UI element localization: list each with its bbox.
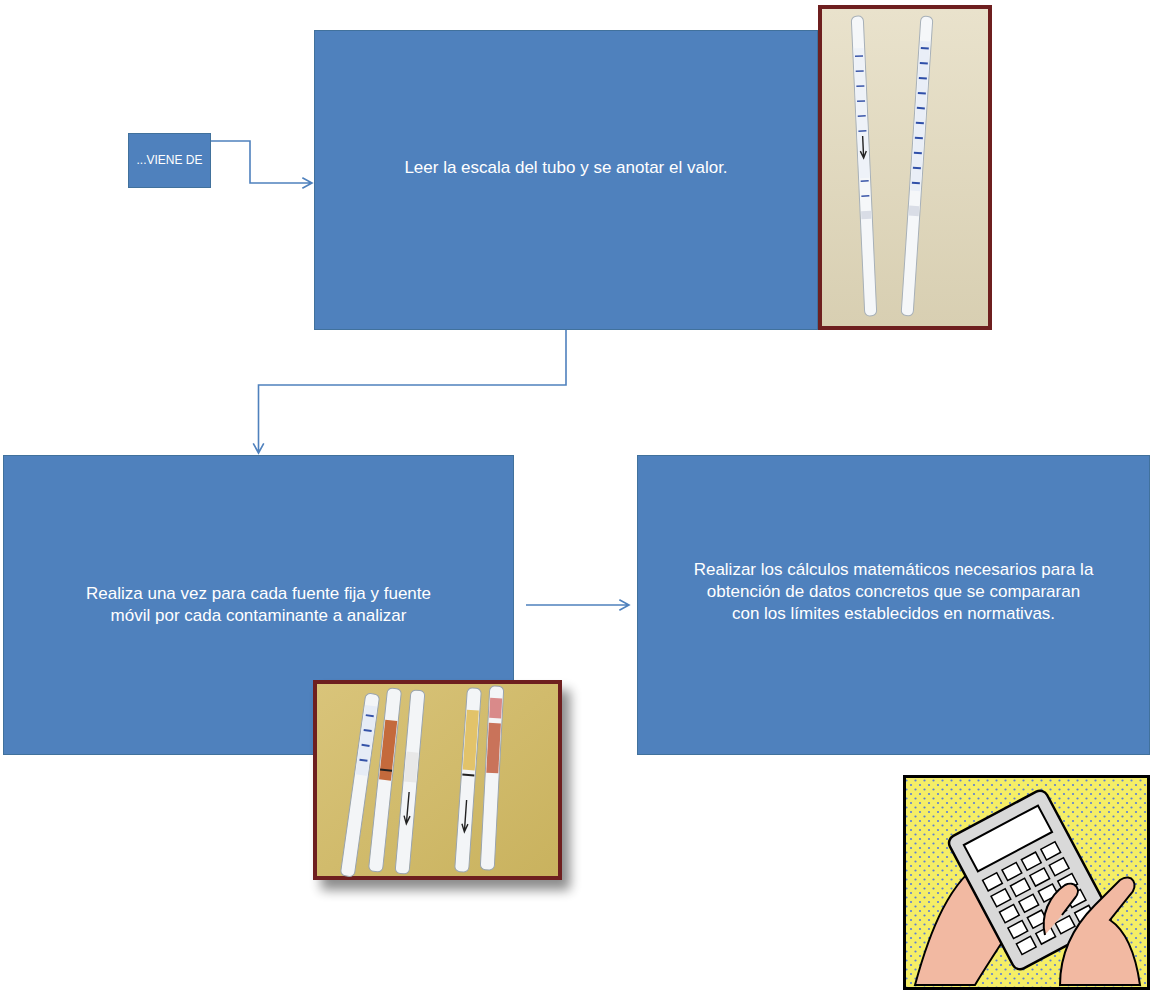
connector-box: ...VIENE DE: [128, 133, 211, 188]
calculator-icon: [905, 777, 1149, 989]
tubes-photo: [313, 680, 570, 890]
process-box: Realizar los cálculos matemáticos necesa…: [637, 455, 1150, 755]
process-box: Realiza una vez para cada fuente fija y …: [3, 455, 514, 755]
box-text: ...VIENE DE: [136, 153, 202, 169]
box-text: Leer la escala del tubo y se anotar el v…: [404, 157, 727, 179]
tube-photo: [818, 5, 992, 330]
box-text: Realiza una vez para cada fuente fija y …: [74, 583, 444, 627]
box-text: Realizar los cálculos matemáticos necesa…: [694, 559, 1094, 625]
process-box: Leer la escala del tubo y se anotar el v…: [314, 30, 818, 330]
flow-arrow: [253, 330, 566, 453]
flow-arrow: [211, 141, 312, 188]
flow-arrow: [526, 600, 629, 611]
